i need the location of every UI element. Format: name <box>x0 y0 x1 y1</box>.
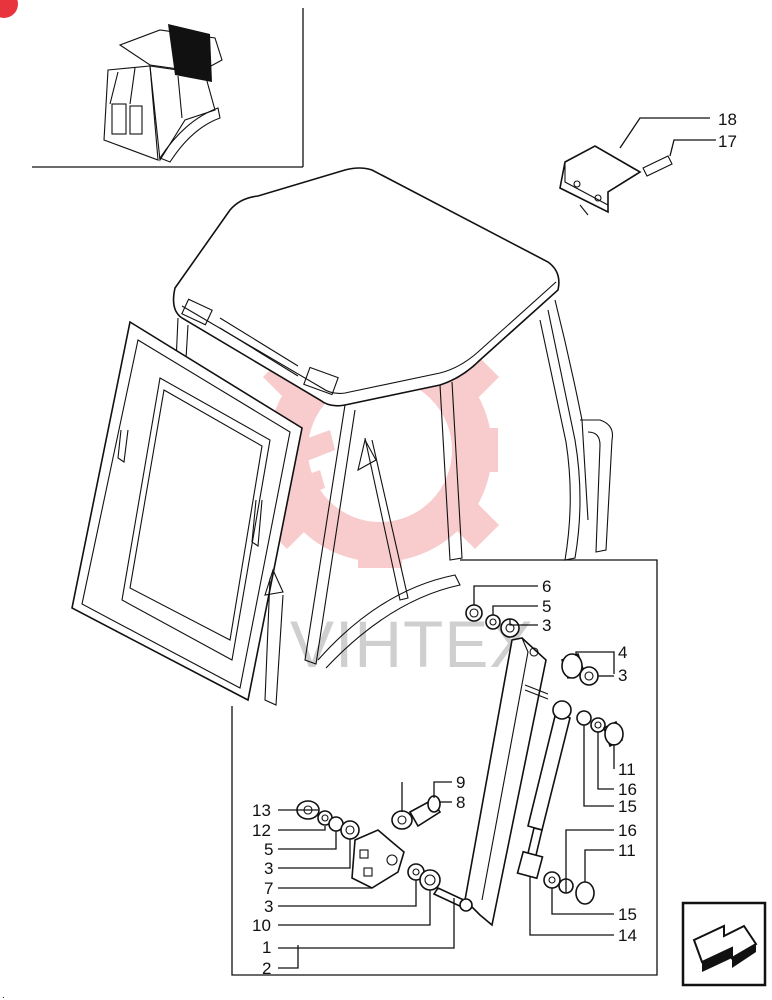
page-badge <box>0 0 18 18</box>
callout-16-upper: 16 <box>618 780 637 799</box>
callout-5-upper: 5 <box>542 597 551 616</box>
callout-18: 18 <box>718 110 737 129</box>
cab-location-thumbnail <box>103 24 223 163</box>
callout-5-left: 5 <box>264 840 273 859</box>
next-page-arrow-icon <box>692 924 758 972</box>
callout-4: 4 <box>618 643 627 662</box>
callout-3-lower: 3 <box>264 897 273 916</box>
callout-14: 14 <box>618 926 637 945</box>
callout-7: 7 <box>264 879 273 898</box>
corner-mark: . <box>2 990 5 1000</box>
next-page-button[interactable] <box>681 901 767 987</box>
callout-15-lower: 15 <box>618 905 637 924</box>
callout-3-left: 3 <box>264 859 273 878</box>
callout-6: 6 <box>542 577 551 596</box>
callout-17: 17 <box>718 132 737 151</box>
callout-9: 9 <box>456 773 465 792</box>
callout-10: 10 <box>252 916 271 935</box>
hardware-detail-box <box>231 559 658 976</box>
callout-3-upper: 3 <box>542 616 551 635</box>
callout-13: 13 <box>252 801 271 820</box>
callout-11-lower: 11 <box>618 841 636 860</box>
callout-16-lower: 16 <box>618 821 637 840</box>
callout-3-right: 3 <box>618 666 627 685</box>
bracket-detail <box>559 145 673 216</box>
location-thumbnail-panel <box>32 8 304 168</box>
callout-labels: 18 17 6 5 3 4 3 11 16 15 9 8 13 12 5 3 7… <box>252 110 737 978</box>
callout-2: 2 <box>262 959 271 978</box>
cab-assembly <box>71 167 614 706</box>
callout-1: 1 <box>262 938 271 957</box>
nut-6 <box>465 604 483 622</box>
callout-8: 8 <box>456 793 465 812</box>
callout-11-upper: 11 <box>618 760 636 779</box>
callout-15-upper: 15 <box>618 797 637 816</box>
callout-12: 12 <box>252 821 271 840</box>
